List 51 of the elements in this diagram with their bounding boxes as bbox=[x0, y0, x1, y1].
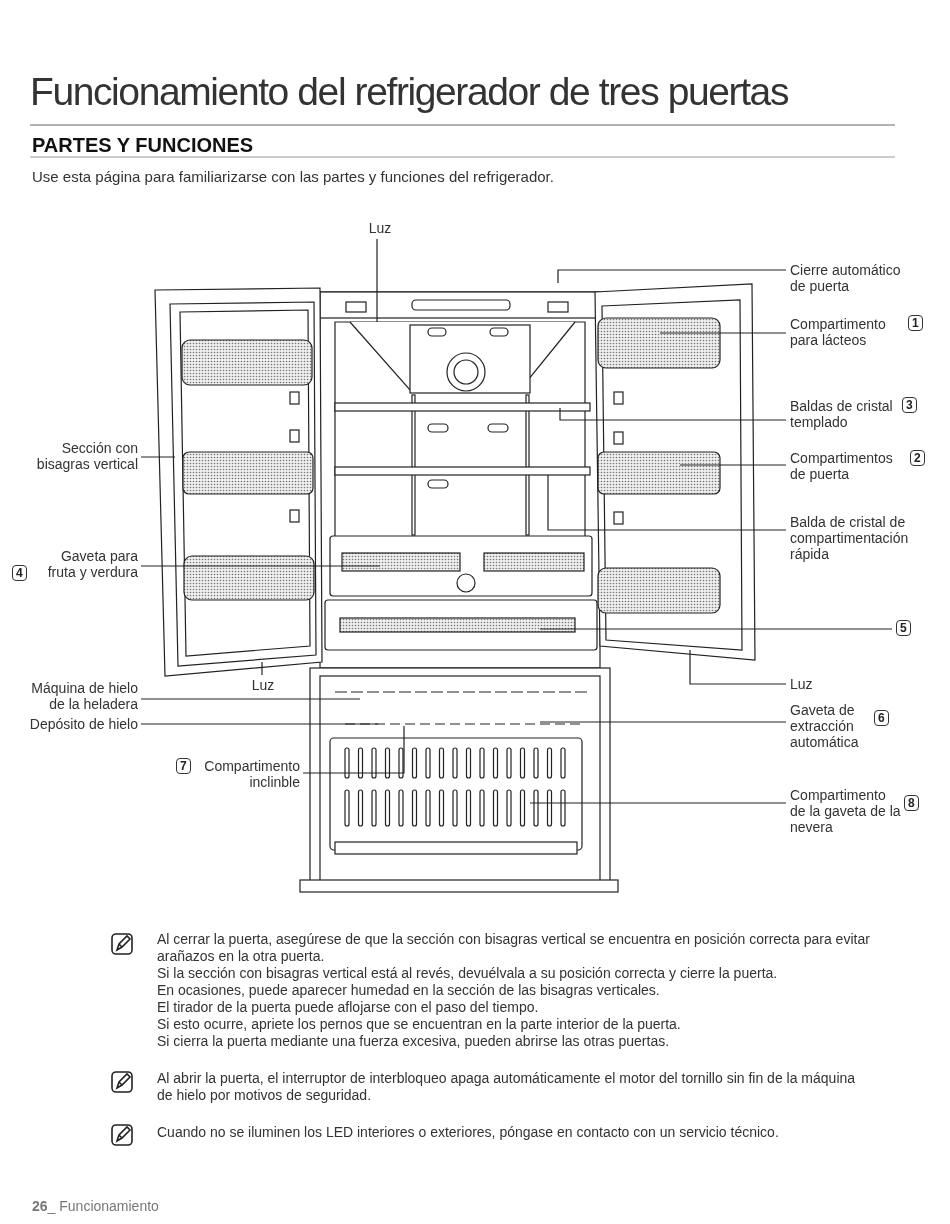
callout-label: Compartimentos de puerta bbox=[790, 450, 894, 482]
callout-number: 3 bbox=[902, 397, 917, 413]
note-text: Al abrir la puerta, el interruptor de interbloqueo apaga automáticamente el motor del tornillo sin fin de la máquina de hielo por motivos de seguridad. bbox=[157, 1070, 857, 1104]
note-text: Si la sección con bisagras vertical está al revés, devuélvala a su posición correcta y cierre la puerta. bbox=[157, 965, 779, 982]
callout-label: Compartimento inclinble bbox=[203, 758, 300, 790]
leader-line bbox=[140, 456, 176, 458]
leader-line bbox=[539, 628, 893, 630]
callout-label: Balda de cristal de compartimentación rápida bbox=[790, 514, 910, 562]
callout-number: 1 bbox=[908, 315, 923, 331]
leader-line bbox=[140, 565, 381, 567]
leader-line bbox=[302, 725, 405, 774]
callout-number: 6 bbox=[874, 710, 889, 726]
callout-label: Cierre automático de puerta bbox=[790, 262, 902, 294]
leader-line bbox=[559, 407, 787, 421]
leader-line bbox=[140, 698, 361, 700]
callout-label: Baldas de cristal templado bbox=[790, 398, 894, 430]
leader-line bbox=[659, 332, 787, 334]
callout-label: Gaveta de extracción automática bbox=[790, 702, 860, 750]
callout-label: Luz bbox=[367, 220, 393, 236]
leader-line bbox=[679, 464, 787, 466]
leader-line bbox=[557, 269, 787, 284]
note-text: Si cierra la puerta mediante una fuerza excesiva, pueden abrirse las otras puertas. bbox=[157, 1033, 671, 1050]
note-text: Cuando no se iluminen los LED interiores o exteriores, póngase en contacto con un servicio técnico. bbox=[157, 1124, 780, 1141]
callout-number: 8 bbox=[904, 795, 919, 811]
leader-line bbox=[547, 474, 787, 531]
note-text: Al cerrar la puerta, asegúrese de que la sección con bisagras vertical se encuentra en posición correcta para evitar arañazos en la otra puerta. bbox=[157, 931, 871, 965]
callout-label: Máquina de hielo de la heladera bbox=[30, 680, 138, 712]
note-text: En ocasiones, puede aparecer humedad en la sección de las bisagras verticales. bbox=[157, 982, 661, 999]
callout-label: Luz bbox=[790, 676, 814, 692]
intro-text: Use esta página para familiarizarse con las partes y funciones del refrigerador. bbox=[32, 168, 555, 185]
leader-line bbox=[376, 238, 378, 323]
leader-line bbox=[529, 802, 787, 804]
page-title: Funcionamiento del refrigerador de tres puertas bbox=[30, 69, 788, 115]
leader-line bbox=[261, 661, 263, 676]
callout-number: 4 bbox=[12, 565, 27, 581]
callout-number: 2 bbox=[910, 450, 925, 466]
page-number: 26_ Funcionamiento bbox=[32, 1198, 160, 1215]
note-text: El tirador de la puerta puede aflojarse con el paso del tiempo. bbox=[157, 999, 540, 1016]
leader-line bbox=[140, 723, 379, 725]
callout-number: 5 bbox=[896, 620, 911, 636]
leader-line bbox=[539, 721, 787, 723]
callout-label: Compartimento de la gaveta de la nevera bbox=[790, 787, 902, 835]
callout-label: Depósito de hielo bbox=[28, 716, 138, 732]
callout-label: Compartimento para lácteos bbox=[790, 316, 887, 348]
callout-label: Gaveta para fruta y verdura bbox=[46, 548, 138, 580]
callout-label: Luz bbox=[250, 677, 276, 693]
callout-label: Sección con bisagras vertical bbox=[35, 440, 138, 472]
note-text: Si esto ocurre, apriete los pernos que se encuentran en la parte interior de la puerta. bbox=[157, 1016, 682, 1033]
callout-number: 7 bbox=[176, 758, 191, 774]
section-heading: PARTES Y FUNCIONES bbox=[32, 133, 255, 157]
leader-line bbox=[689, 649, 787, 685]
